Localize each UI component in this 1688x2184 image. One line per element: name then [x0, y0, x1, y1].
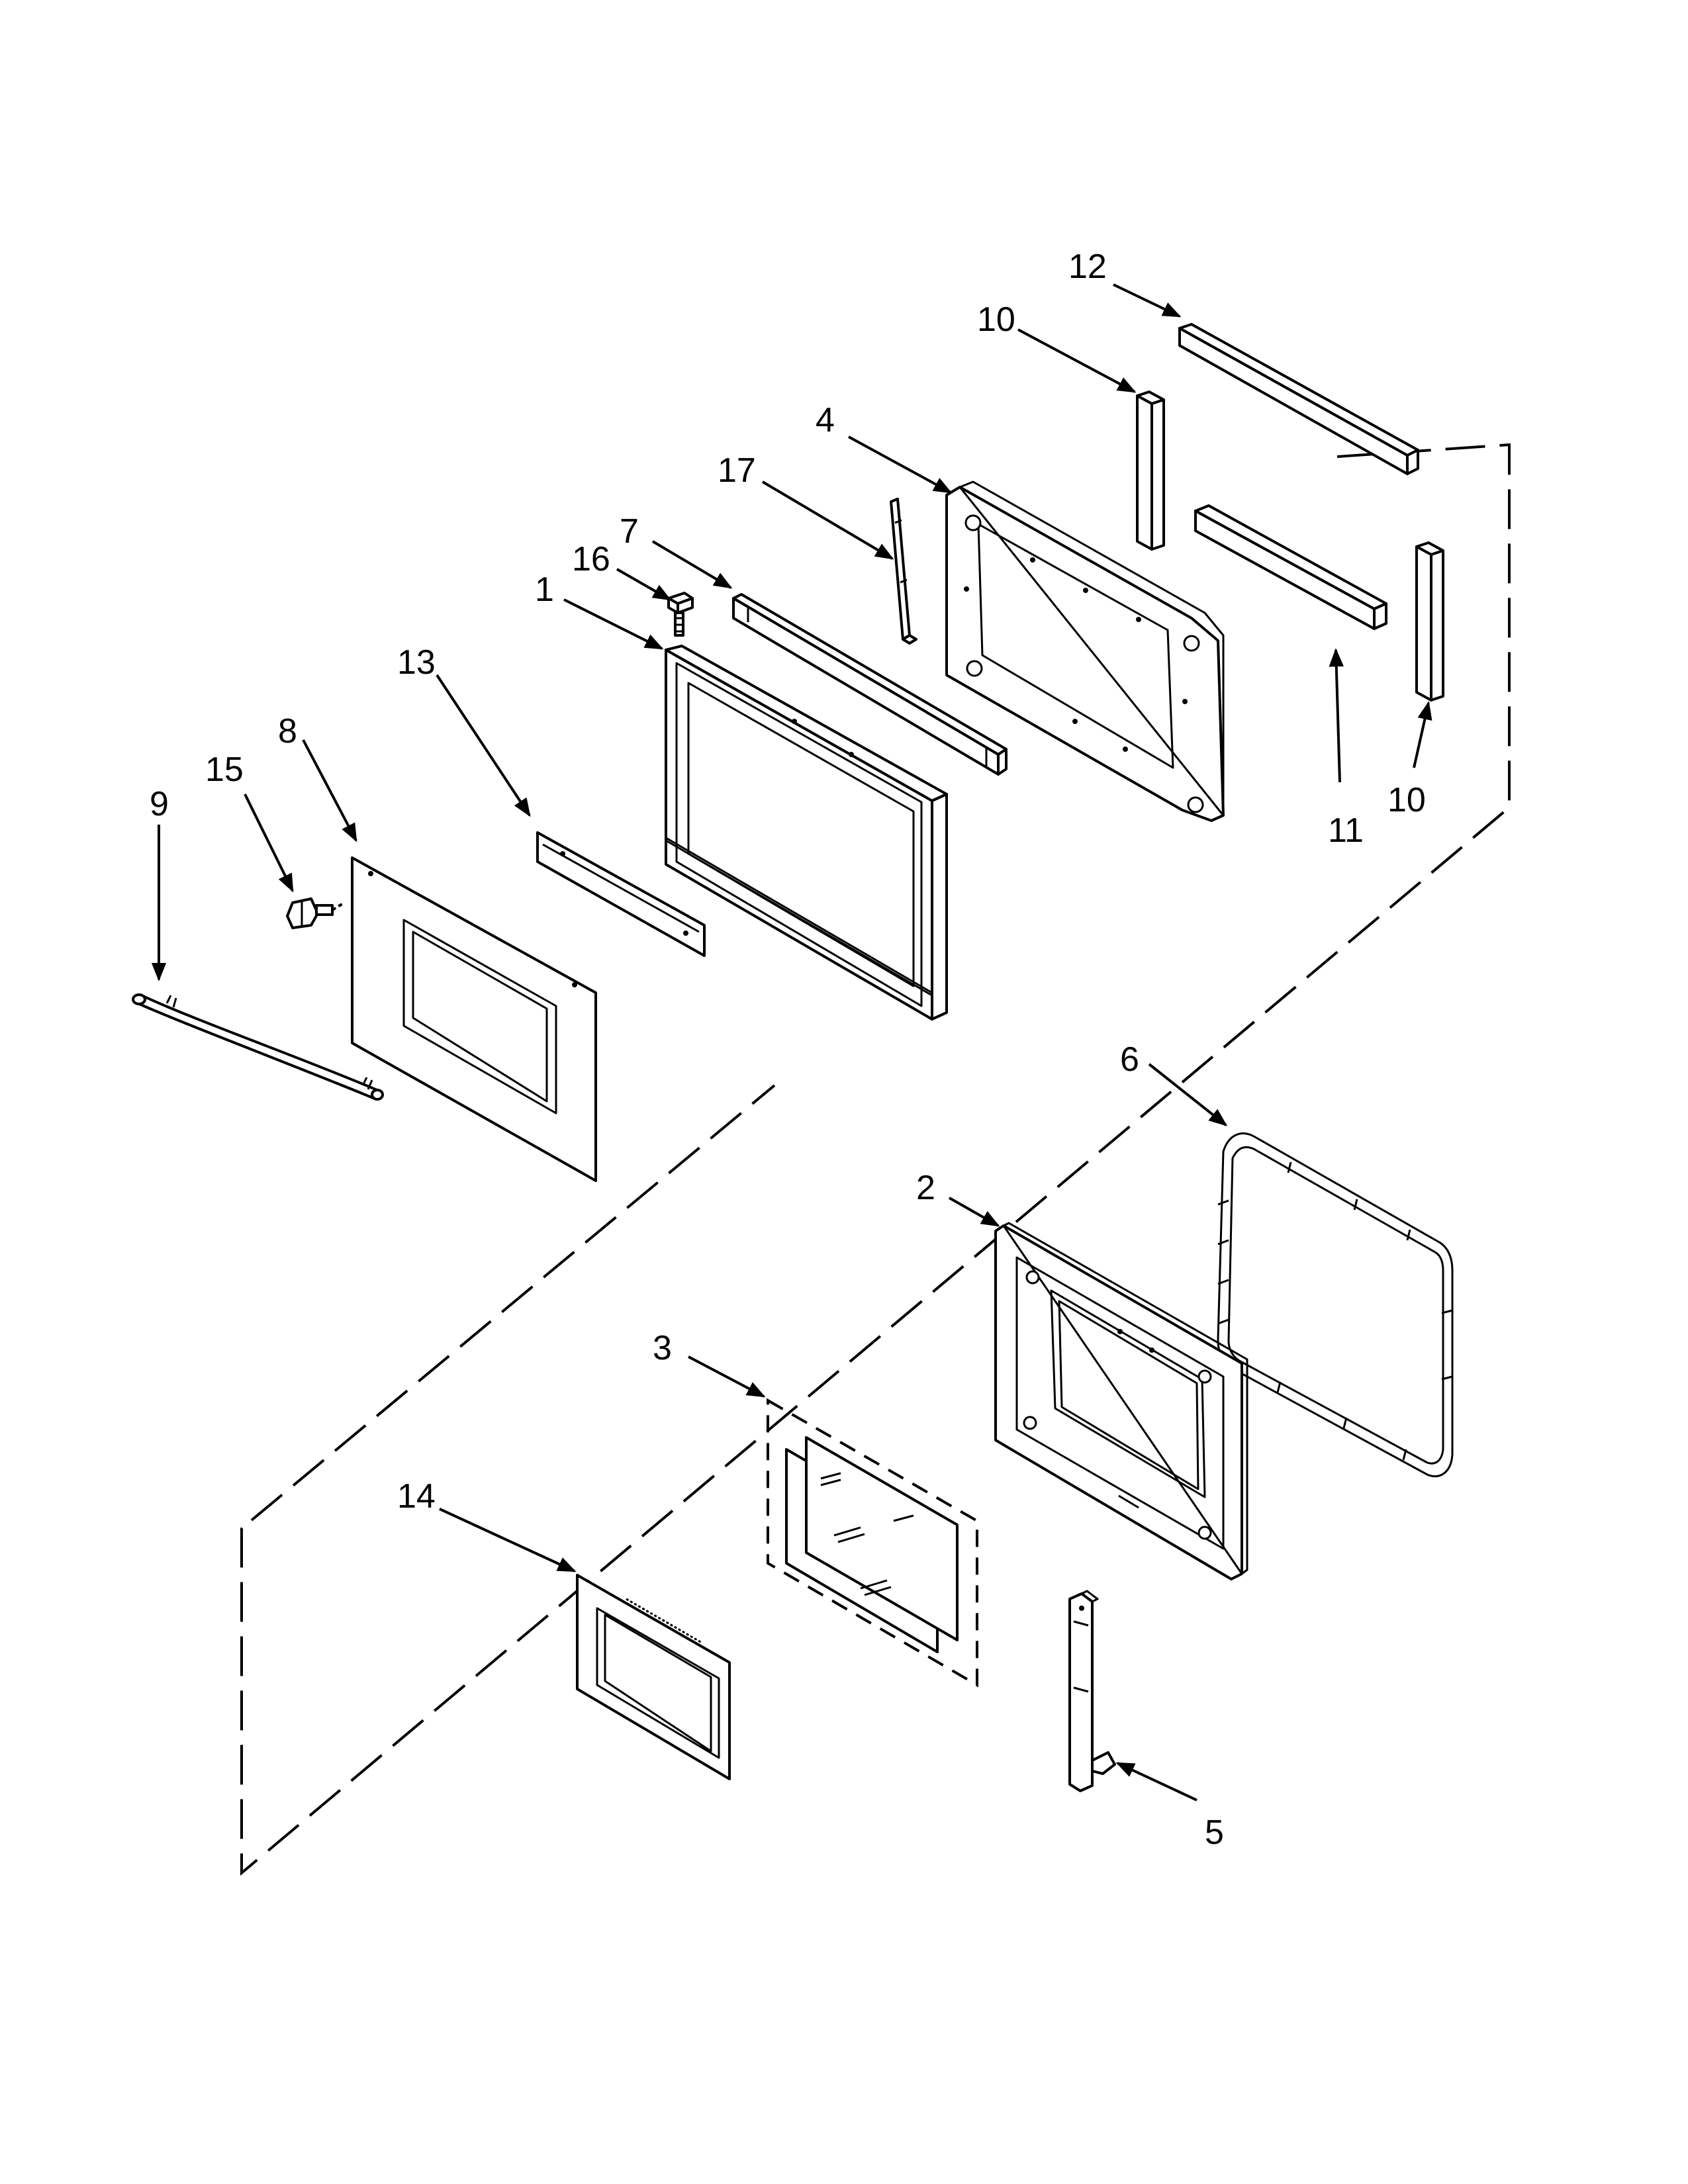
callout-5: 5 [1205, 1813, 1224, 1852]
part-10-insulation-block-left [1136, 390, 1165, 551]
callout-9: 9 [150, 785, 169, 823]
callout-12: 12 [1068, 248, 1107, 286]
callout-11: 11 [1328, 811, 1364, 850]
callout-16: 16 [572, 540, 610, 578]
part-5-hinge [1068, 1590, 1116, 1792]
callout-1: 1 [535, 570, 554, 609]
part-8-outer-door-panel [351, 856, 597, 1182]
part-4-inner-door-panel [945, 480, 1225, 822]
part-17-vertical-bracket [890, 498, 917, 645]
part-14-window-trim [576, 1574, 731, 1780]
callout-2: 2 [916, 1169, 935, 1207]
part-7-channel-bracket [732, 593, 1008, 776]
callout-7: 7 [620, 512, 639, 551]
callout-6: 6 [1120, 1040, 1139, 1079]
part-11-insulation-strip [1194, 504, 1387, 630]
part-10-insulation-block-right [1415, 541, 1444, 702]
leader-arrows [151, 283, 1432, 1801]
part-1-door-frame [665, 645, 948, 1021]
callout-8: 8 [278, 712, 297, 751]
callout-10-right: 10 [1387, 781, 1426, 819]
part-13-trim-strip [536, 831, 706, 957]
callout-3: 3 [653, 1329, 672, 1367]
callout-15: 15 [205, 751, 244, 789]
part-16-screw [667, 592, 694, 637]
part-12-insulation-strip [1178, 323, 1419, 475]
assembly-boundary [240, 443, 1511, 1876]
callout-13: 13 [397, 643, 436, 682]
callout-labels: 12 10 4 17 7 16 1 13 8 15 9 11 10 6 2 3 … [150, 248, 1426, 1852]
callout-10-left: 10 [977, 300, 1015, 339]
part-3-window-glass [767, 1398, 978, 1688]
callout-4: 4 [816, 401, 835, 439]
callout-14: 14 [397, 1477, 436, 1516]
part-2-inner-door-liner [994, 1222, 1248, 1580]
part-6-door-gasket [1217, 1132, 1454, 1478]
part-9-handle [132, 993, 384, 1101]
callout-17: 17 [718, 451, 756, 490]
part-15-screw [286, 897, 346, 929]
